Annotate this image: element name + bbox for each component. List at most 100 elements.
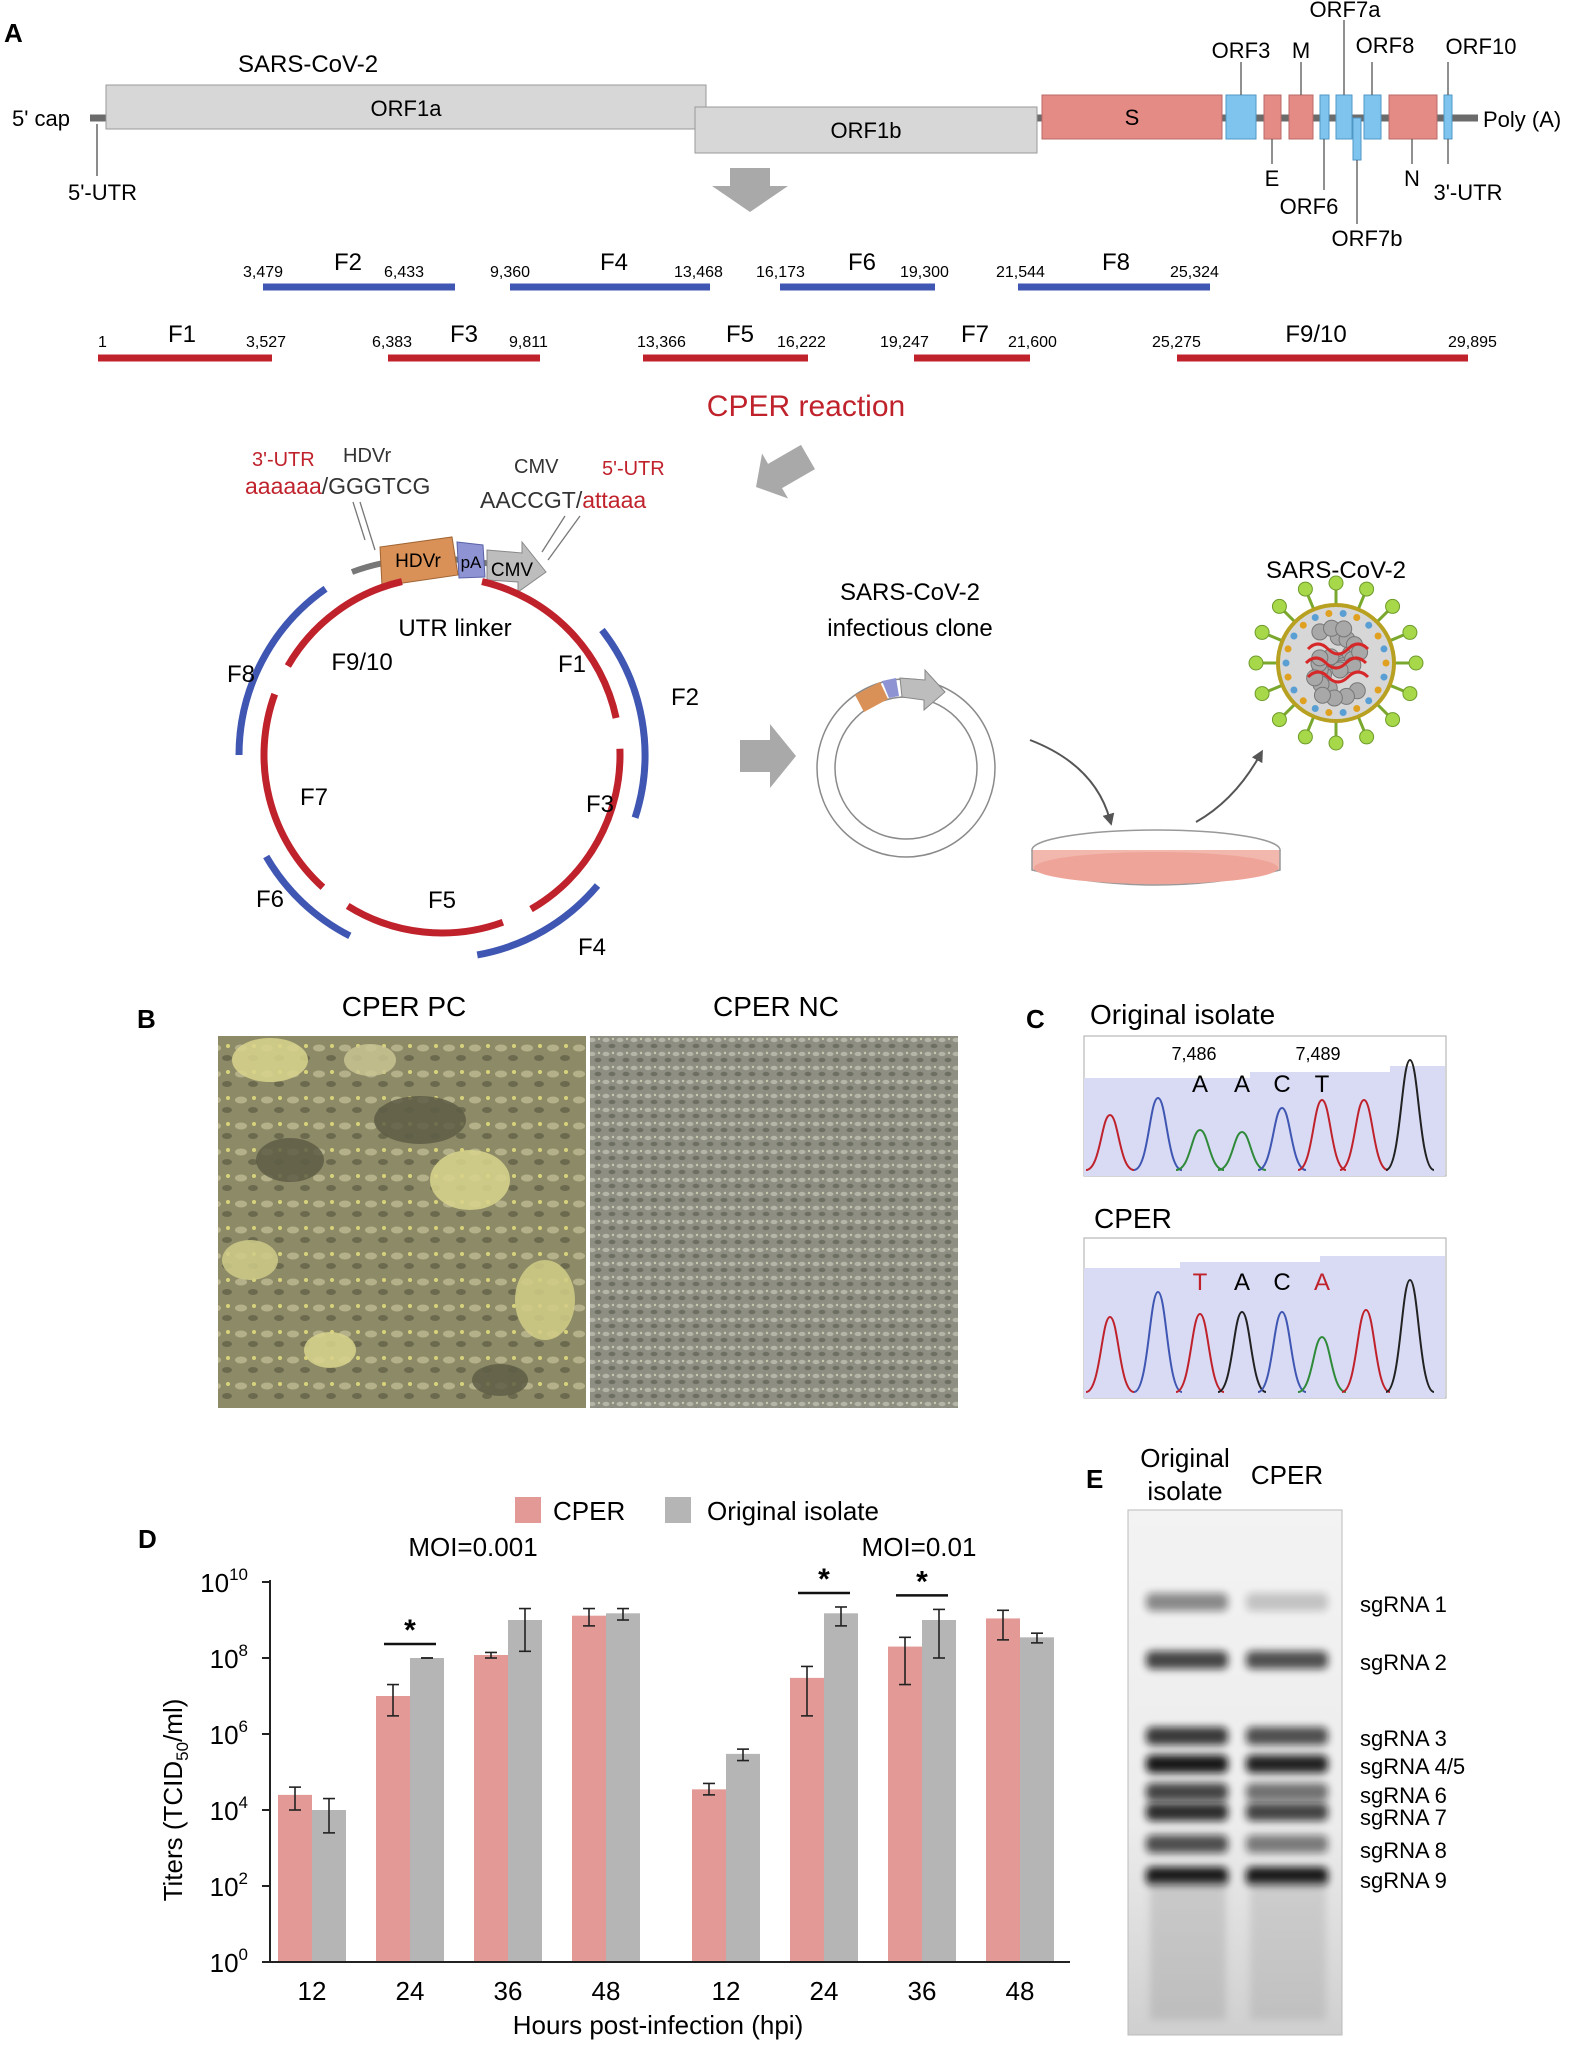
band-label: sgRNA 4/5 <box>1360 1754 1465 1779</box>
bar <box>726 1753 760 1962</box>
clone-plasmid-inner <box>834 696 978 840</box>
linker-seq-left: aaaaaa/GGGTCG <box>245 473 430 499</box>
moi-left-label: MOI=0.001 <box>408 1532 537 1562</box>
band-label: sgRNA 8 <box>1360 1838 1447 1863</box>
bar <box>692 1789 726 1962</box>
spike-head <box>1297 581 1313 597</box>
hdvr-box <box>379 536 459 587</box>
linker-callout-lines <box>352 501 581 561</box>
envelope-protein <box>1380 645 1388 653</box>
pa-box-label: pA <box>461 553 482 572</box>
envelope-protein <box>1339 708 1347 716</box>
circle-arc-f1 <box>481 578 620 719</box>
band-label: sgRNA 6 <box>1360 1783 1447 1808</box>
orf8-label: ORF8 <box>1356 33 1415 58</box>
gel-band-cper <box>1246 1593 1328 1611</box>
cpe-clusters <box>222 1038 575 1396</box>
orf3-label: ORF3 <box>1212 38 1271 63</box>
trace-peak <box>1297 1335 1347 1393</box>
circle-arc-f8 <box>235 585 328 756</box>
f3-name: F3 <box>450 321 478 348</box>
trace-peak <box>1085 1315 1135 1393</box>
f8-end: 25,324 <box>1170 264 1219 281</box>
spike-head <box>1328 575 1344 591</box>
cper-trace-title: CPER <box>1094 1203 1172 1234</box>
petri-dish-medium <box>1034 852 1278 884</box>
band-label: sgRNA 3 <box>1360 1726 1447 1751</box>
x-tick-label: 24 <box>396 1976 425 2006</box>
trace-peak <box>1175 1312 1225 1393</box>
band-label: sgRNA 1 <box>1360 1592 1447 1617</box>
band-label: sgRNA 9 <box>1360 1868 1447 1893</box>
f1-name: F1 <box>168 321 196 348</box>
envelope-protein <box>1382 659 1390 667</box>
circle-arc-f6 <box>263 854 352 939</box>
f7-start: 19,247 <box>880 334 929 351</box>
top-base-4: T <box>1315 1071 1330 1098</box>
trace-peak <box>1217 1130 1267 1171</box>
n-block <box>1388 94 1438 140</box>
envelope-protein <box>1284 645 1292 653</box>
linker-hdvr-label: HDVr <box>343 445 391 467</box>
gel-band-cper <box>1246 1783 1328 1801</box>
gel-band-original <box>1146 1835 1228 1853</box>
n-label: N <box>1404 166 1420 191</box>
trace-peak <box>1175 1128 1225 1171</box>
spike-head <box>1359 729 1375 745</box>
orf8-block <box>1363 94 1382 140</box>
circle-f7: F7 <box>300 784 328 811</box>
orf7a-label: ORF7a <box>1310 0 1382 22</box>
spike-head <box>1254 686 1270 702</box>
spike-head <box>1248 655 1264 671</box>
cper-pc-micrograph <box>218 1036 586 1408</box>
legend-cper-label: CPER <box>553 1496 625 1526</box>
f6-end: 19,300 <box>900 264 949 281</box>
circle-f2: F2 <box>671 684 699 711</box>
f5-name: F5 <box>726 321 754 348</box>
pos-7486: 7,486 <box>1171 1044 1216 1064</box>
panel-label-b: B <box>137 1004 156 1034</box>
cper-pc-title: CPER PC <box>342 991 466 1022</box>
spike-head <box>1385 598 1401 614</box>
y-tick-label: 108 <box>210 1641 248 1674</box>
gel-band-original <box>1146 1651 1228 1669</box>
trace-bottom-bg <box>1084 1256 1445 1398</box>
bar <box>474 1654 508 1962</box>
bar <box>824 1613 858 1962</box>
bar <box>572 1615 606 1962</box>
bar <box>606 1613 640 1962</box>
bar <box>922 1620 956 1962</box>
circle-arc-f3 <box>529 748 624 913</box>
orf7b-block <box>1352 117 1362 161</box>
x-tick-label: 48 <box>592 1976 621 2006</box>
bar <box>986 1618 1020 1962</box>
gel-band-cper <box>1246 1727 1328 1745</box>
cper-nc-title: CPER NC <box>713 991 839 1022</box>
cper-nc-micrograph <box>590 1036 958 1408</box>
trace-peak <box>1085 1113 1135 1171</box>
significance-star: * <box>818 1563 830 1596</box>
x-tick-label: 48 <box>1006 1976 1035 2006</box>
f1-start: 1 <box>98 334 107 351</box>
circle-f910: F9/10 <box>331 649 392 676</box>
utr-linker-label: UTR linker <box>398 615 511 642</box>
clone-plasmid-outer <box>816 678 996 858</box>
envelope-protein <box>1374 632 1382 640</box>
orf6-label: ORF6 <box>1280 194 1339 219</box>
x-tick-label: 12 <box>712 1976 741 2006</box>
trace-peak <box>1257 1310 1307 1393</box>
envelope-protein <box>1353 704 1361 712</box>
envelope-protein <box>1299 697 1307 705</box>
circle-arc-f2 <box>599 627 649 819</box>
bottom-base-4: A <box>1314 1269 1330 1296</box>
clone-hdvr <box>855 682 888 712</box>
f2-end: 6,433 <box>384 264 424 281</box>
hdvr-box-label: HDVr <box>395 551 441 572</box>
nucleocapsid <box>1313 686 1331 704</box>
spike-head <box>1402 686 1418 702</box>
cmv-arrow-icon <box>486 540 547 593</box>
bar <box>508 1620 542 1962</box>
lane2-label: CPER <box>1251 1460 1323 1490</box>
